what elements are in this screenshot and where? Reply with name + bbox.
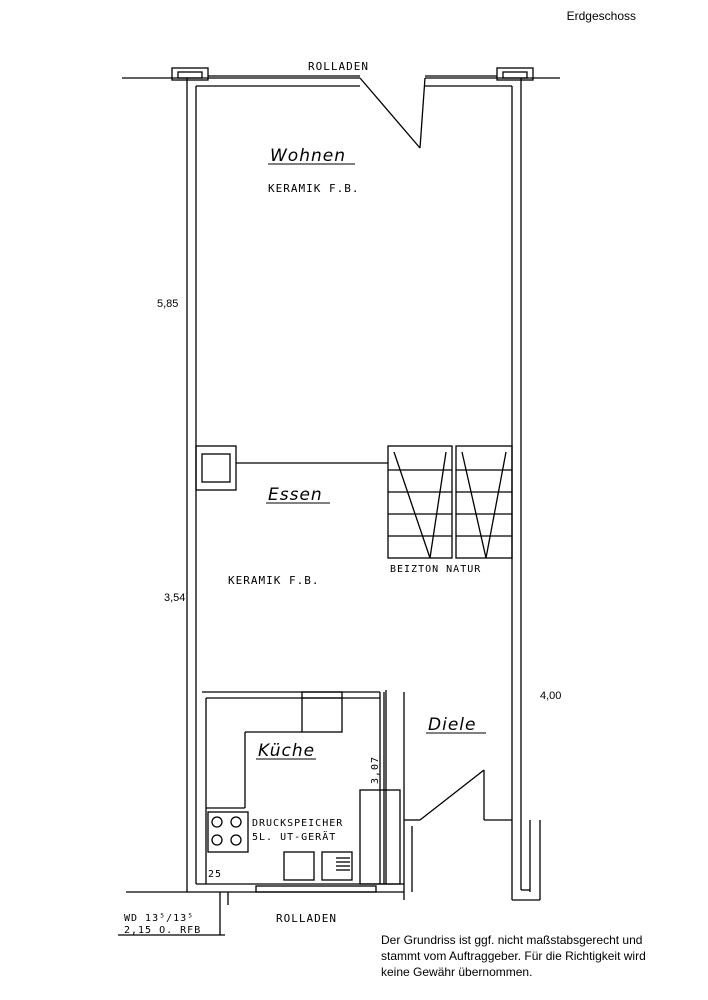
- dimension-essen: 3,54: [164, 592, 186, 604]
- room-kueche: Küche: [258, 741, 315, 761]
- room-wohnen: Wohnen: [270, 146, 346, 166]
- room-diele: Diele: [428, 715, 476, 735]
- wohnen-floor-label: KERAMIK F.B.: [268, 182, 359, 195]
- dimension-right: 4,00: [540, 690, 562, 702]
- page-title: Erdgeschoss: [566, 9, 636, 23]
- kitchen-dimension-label: 3,07: [370, 756, 381, 784]
- ut-geraet-label: 5L. UT-GERÄT: [252, 830, 336, 843]
- stair-finish-label: BEIZTON NATUR: [390, 564, 481, 575]
- room-essen: Essen: [268, 485, 323, 505]
- rolladen-bottom-label: ROLLADEN: [276, 912, 337, 925]
- druckspeicher-label: DRUCKSPEICHER: [252, 818, 343, 829]
- rolladen-top-label: ROLLADEN: [308, 60, 369, 73]
- dimension-wohnen: 5,85: [157, 298, 179, 310]
- essen-floor-label: KERAMIK F.B.: [228, 574, 319, 587]
- small-dimension-label: 25: [208, 869, 222, 880]
- wall-note-line-1: WD 13⁵/13⁵: [124, 913, 194, 924]
- disclaimer-text: Der Grundriss ist ggf. nicht maßstabsger…: [381, 933, 646, 979]
- wall-note-line-2: 2,15 O. RFB: [124, 925, 201, 936]
